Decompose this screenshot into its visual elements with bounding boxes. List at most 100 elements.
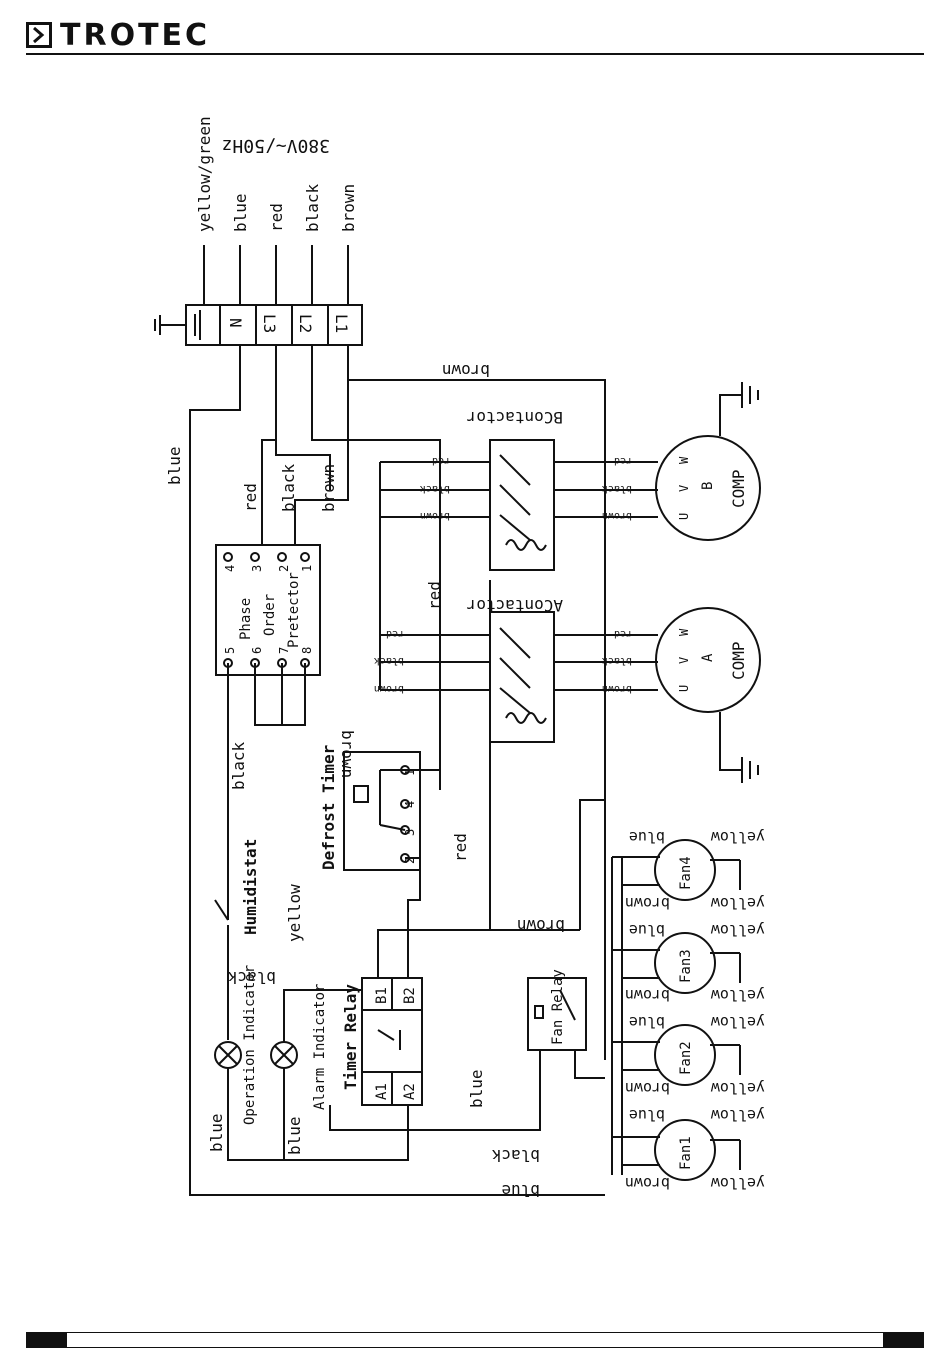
fan2-blue: blue <box>629 1013 665 1031</box>
a-brown-in: brown <box>374 683 404 694</box>
fan2-brown: brown <box>625 1079 670 1097</box>
a-red-in: red <box>386 628 404 639</box>
footer-bar <box>26 1332 924 1348</box>
protector-label-pretector: Pretector <box>286 572 302 648</box>
wire-label-black: black <box>303 183 322 232</box>
timer-relay-label: Timer Relay <box>341 984 360 1090</box>
footer-left-block <box>27 1333 67 1347</box>
defrost-timer-label: Defrost Timer <box>319 745 338 870</box>
supply-rating: 380V~/50Hz <box>222 135 330 156</box>
a-red-out: red <box>614 628 632 639</box>
wire-label-brown-mid: brown <box>517 916 565 935</box>
b-black-out: black <box>602 483 632 494</box>
relay-pin-a1: A1 <box>374 1083 390 1100</box>
fan-relay-box <box>527 977 587 1051</box>
wire-label-red-timer-feed: red <box>425 581 444 610</box>
comp-a-pin-v: V <box>677 657 691 664</box>
protector-pin-1: 1 <box>300 565 314 572</box>
humidistat-label: Humidistat <box>241 839 260 935</box>
protector-label-phase: Phase <box>238 598 254 640</box>
terminal-n: N <box>226 318 245 328</box>
comp-a-circle <box>655 607 761 713</box>
b-contactor-label: BContactor <box>466 408 563 427</box>
wire-label-black-humidistat: black <box>229 741 248 790</box>
fan4-label: Fan4 <box>678 856 694 890</box>
logo-icon <box>26 22 52 48</box>
comp-b-circle <box>655 435 761 541</box>
fan1-yellow-a: yellow <box>710 1106 765 1124</box>
wire-label-black-bottom: black <box>491 1146 540 1165</box>
comp-a-label: COMP <box>729 641 748 680</box>
phase-protector-box <box>215 544 321 676</box>
terminal-l2: L2 <box>296 314 315 333</box>
wire-label-brown-protector-out: brown <box>338 730 357 778</box>
wire-label-brown-protector: brown <box>319 464 338 512</box>
terminal-l1: L1 <box>332 314 351 333</box>
relay-pin-a2: A2 <box>402 1083 418 1100</box>
a-black-out: black <box>602 655 632 666</box>
wire-label-black-mid: black <box>227 968 276 987</box>
a-black-in: black <box>374 655 404 666</box>
fan1-yellow-b: yellow <box>710 1174 765 1192</box>
alarm-indicator-label: Alarm Indicator <box>312 984 328 1110</box>
timer-pin-2: 2 <box>403 857 417 864</box>
protector-pin-6: 6 <box>250 647 264 654</box>
fan1-brown: brown <box>625 1174 670 1192</box>
wiring-diagram: 380V~/50Hz yellow/green blue red black b… <box>154 116 765 1200</box>
fan4-brown: brown <box>625 894 670 912</box>
wire-label-blue-alarm: blue <box>285 1116 304 1155</box>
fan3-yellow-a: yellow <box>710 921 765 939</box>
wire-label-red: red <box>267 203 286 232</box>
timer-pin-4: 4 <box>403 801 417 808</box>
comp-b-pin-w: W <box>677 456 691 464</box>
timer-pin-1: 1 <box>403 769 417 776</box>
wire-label-blue-bottom: blue <box>501 1181 540 1200</box>
comp-a-pin-w: W <box>677 628 691 636</box>
a-brown-out: brown <box>602 683 632 694</box>
wire-label-red-protector: red <box>241 483 260 512</box>
page-header: TROTEC <box>0 0 950 60</box>
wire-label-red-timer: red <box>451 833 470 862</box>
wire-label-blue-op: blue <box>207 1113 226 1152</box>
protector-pin-3: 3 <box>250 565 264 572</box>
b-red-in: red <box>432 455 450 466</box>
fan2-yellow-b: yellow <box>710 1079 765 1097</box>
fan3-brown: brown <box>625 986 670 1004</box>
footer-right-block <box>883 1333 923 1347</box>
relay-pin-b2: B2 <box>402 987 418 1004</box>
comp-a-id: A <box>700 653 716 662</box>
comp-b-id: B <box>700 482 716 490</box>
fan1-blue: blue <box>629 1106 665 1124</box>
fan1-circle <box>654 1119 716 1181</box>
fan-relay-label: Fan Relay <box>550 969 566 1045</box>
wire-label-blue-left: blue <box>165 446 184 485</box>
protector-pin-4: 4 <box>223 565 237 572</box>
header-divider <box>26 53 924 55</box>
fan4-blue: blue <box>629 828 665 846</box>
wire-label-yellow-green: yellow/green <box>195 116 214 232</box>
wire-label-brown: brown <box>339 184 358 232</box>
fan3-label: Fan3 <box>678 949 694 983</box>
fan2-circle <box>654 1024 716 1086</box>
protector-pin-5: 5 <box>223 647 237 654</box>
fan1-label: Fan1 <box>678 1136 694 1170</box>
comp-b-label: COMP <box>729 469 748 508</box>
relay-pin-b1: B1 <box>374 987 390 1004</box>
fan3-blue: blue <box>629 921 665 939</box>
b-red-out: red <box>614 455 632 466</box>
fan2-label: Fan2 <box>678 1041 694 1075</box>
protector-pin-8: 8 <box>300 647 314 654</box>
defrost-timer-box <box>343 751 421 871</box>
fan3-yellow-b: yellow <box>710 986 765 1004</box>
wire-label-black-protector: black <box>279 463 298 512</box>
b-brown-in: brown <box>420 510 450 521</box>
wire-label-yellow-alarm: yellow <box>285 884 304 942</box>
comp-b-pin-v: V <box>677 485 691 492</box>
fan3-circle <box>654 932 716 994</box>
a-contactor-label: AContactor <box>466 596 563 615</box>
fan4-circle <box>654 839 716 901</box>
wire-label-blue-relay: blue <box>467 1069 486 1108</box>
timer-pin-3: 3 <box>403 829 417 836</box>
fan4-yellow-a: yellow <box>710 828 765 846</box>
b-black-in: black <box>420 483 450 494</box>
